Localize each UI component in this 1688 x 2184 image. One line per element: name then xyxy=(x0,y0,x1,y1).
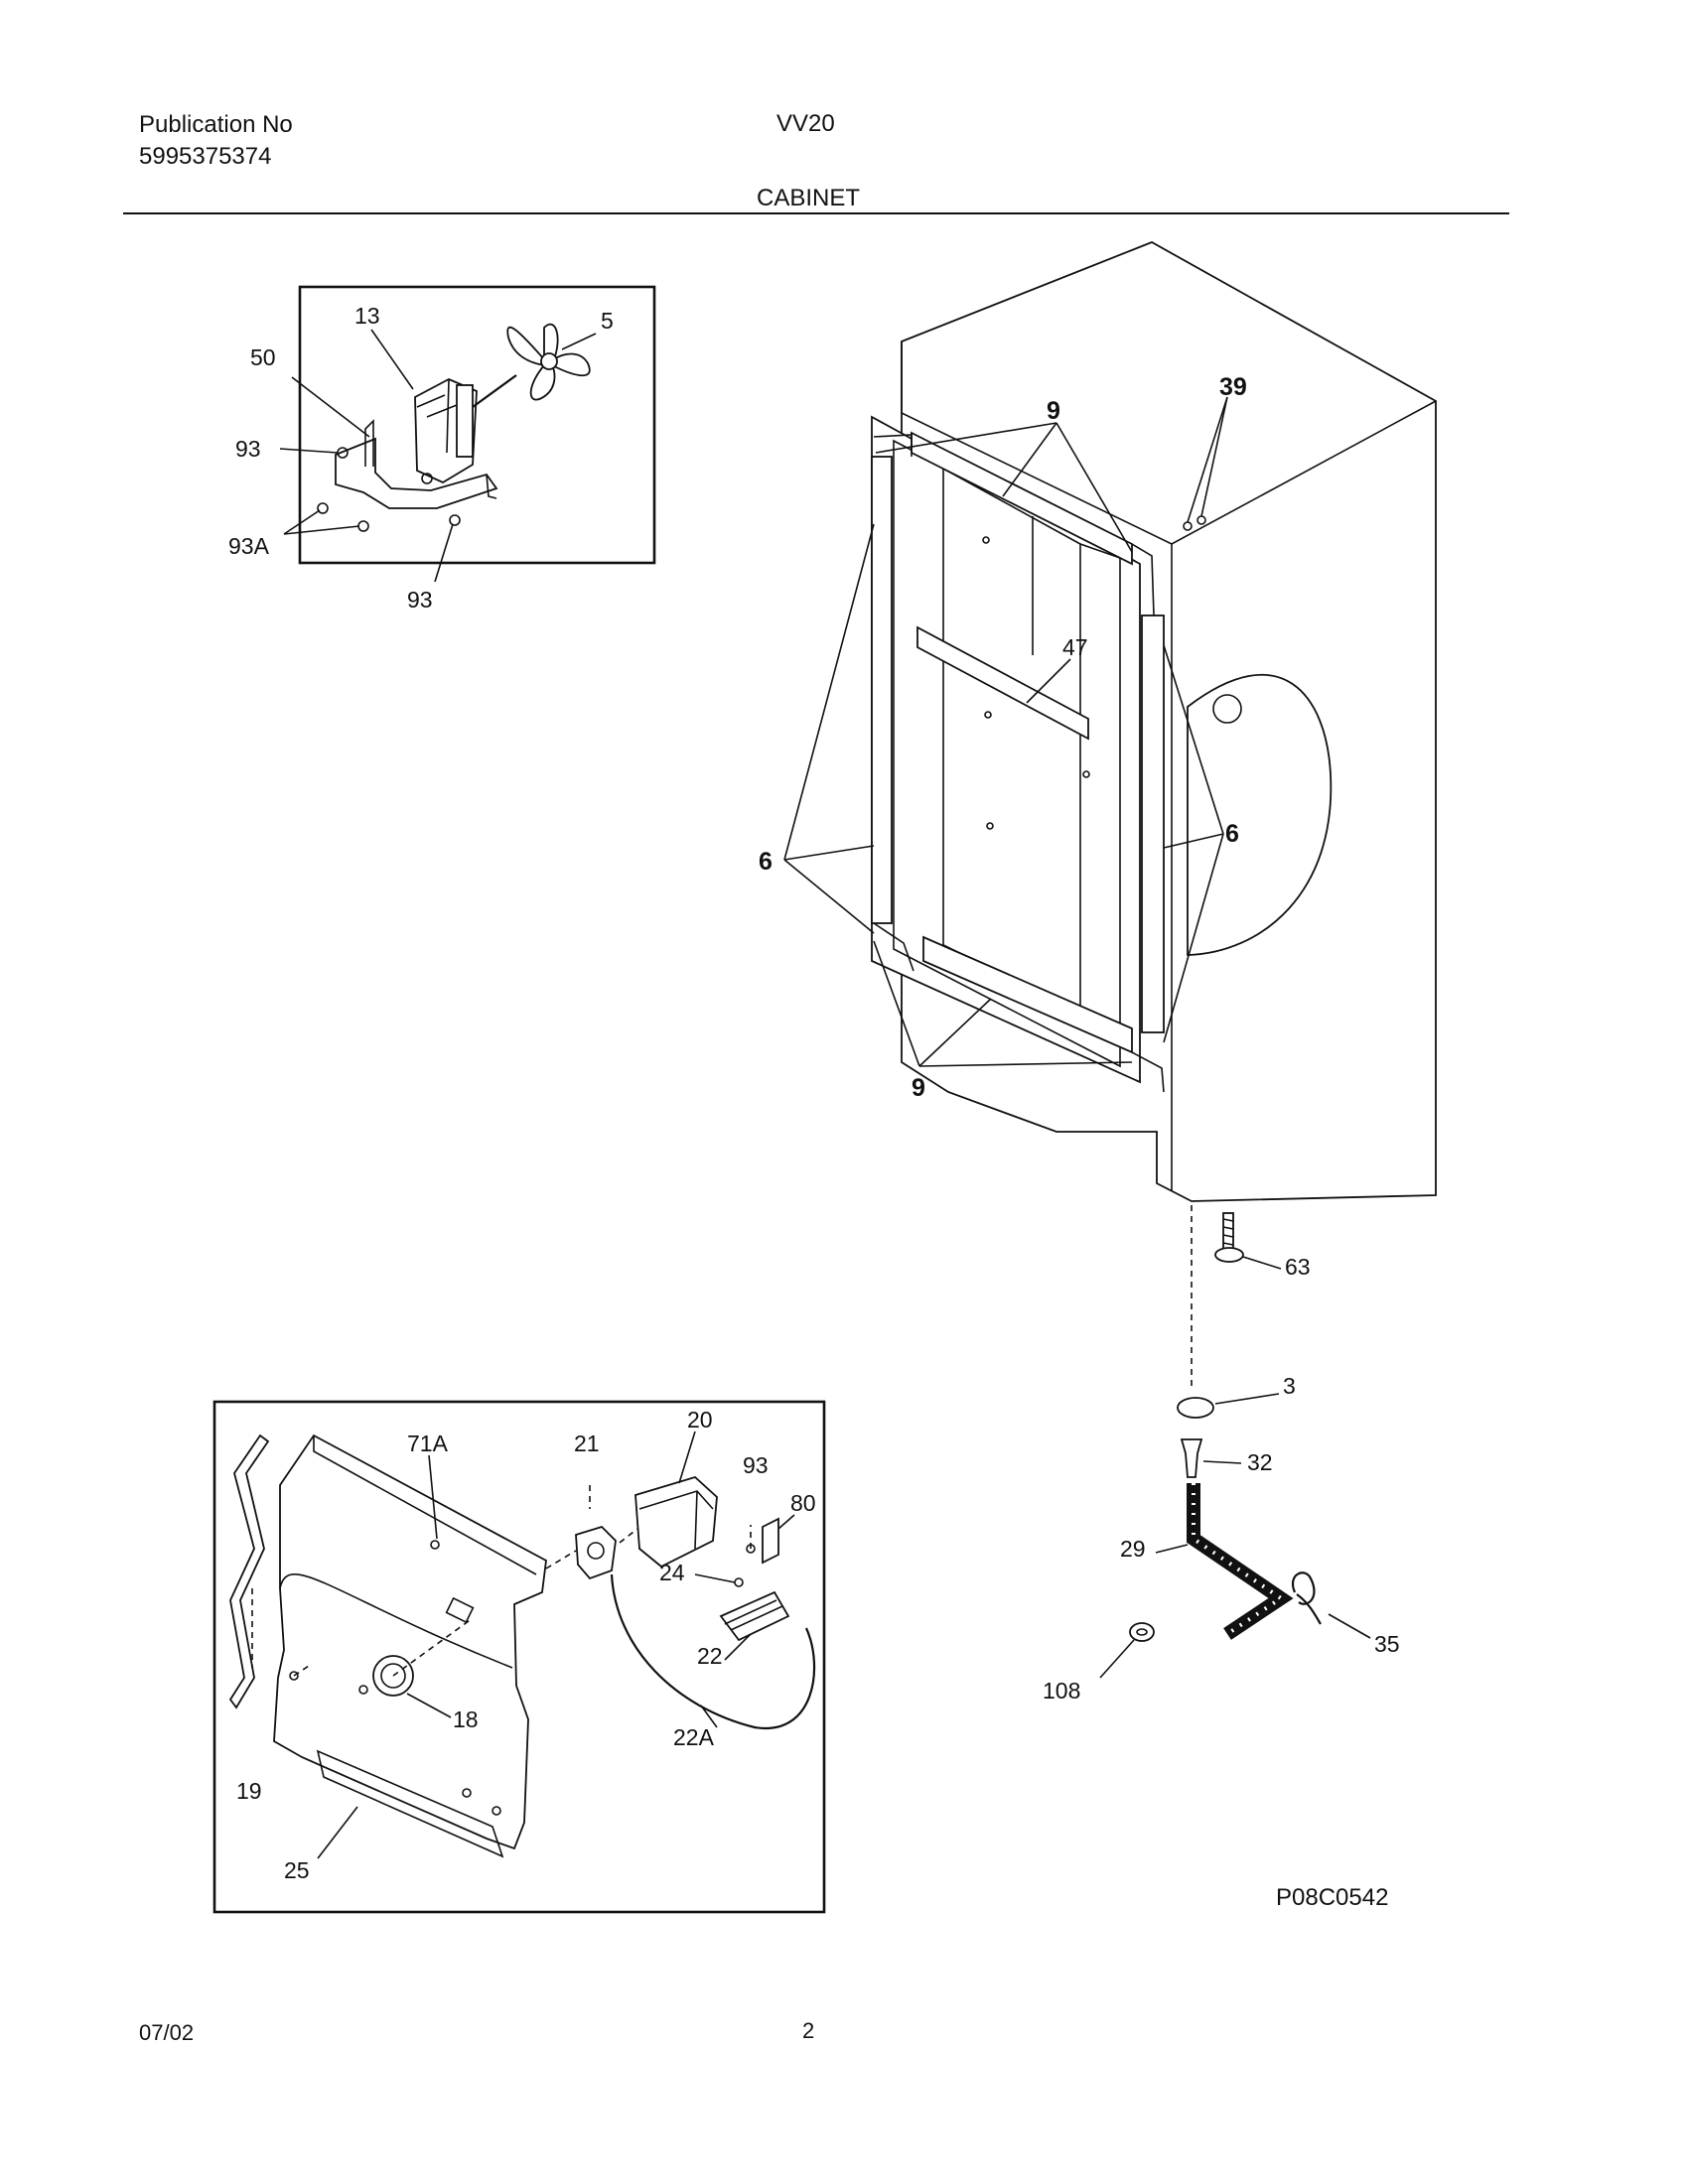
callout-24: 24 xyxy=(659,1560,685,1585)
callout-29: 29 xyxy=(1120,1536,1146,1562)
side-plate-drawing xyxy=(1187,673,1333,956)
drawing-code: P08C0542 xyxy=(1276,1884,1389,1911)
publication-label: Publication No xyxy=(139,111,293,138)
callout-93A: 93A xyxy=(228,533,270,559)
callout-3: 3 xyxy=(1283,1373,1296,1399)
cabinet-assembly: 9 39 47 6 6 9 xyxy=(759,241,1437,1202)
callout-22A: 22A xyxy=(673,1724,715,1750)
callout-108: 108 xyxy=(1043,1678,1080,1704)
callout-13: 13 xyxy=(354,303,380,329)
drain-heater-drawing xyxy=(719,1590,790,1642)
callout-47: 47 xyxy=(1062,634,1088,660)
publication-number: 5995375374 xyxy=(139,143,272,170)
callout-5: 5 xyxy=(601,308,614,334)
callout-6-left: 6 xyxy=(759,848,773,876)
callout-35: 35 xyxy=(1374,1631,1400,1657)
callout-80: 80 xyxy=(790,1490,816,1516)
machine-compartment-inset: 20 71A 21 93 80 24 22 18 22A 19 25 xyxy=(212,1400,826,1914)
fan-inset-frame xyxy=(298,285,656,565)
header-rule xyxy=(123,212,1509,214)
leveling-parts: 63 3 32 29 35 108 xyxy=(1043,1205,1400,1704)
callout-25: 25 xyxy=(284,1857,310,1883)
fan-bracket-drawing xyxy=(335,437,498,509)
section-title: CABINET xyxy=(757,185,861,211)
wire-harness-drawing xyxy=(1292,1571,1322,1625)
callout-93-top: 93 xyxy=(235,436,261,462)
callout-9-top: 9 xyxy=(1047,397,1060,425)
callout-19: 19 xyxy=(236,1778,262,1804)
callout-71A: 71A xyxy=(407,1431,449,1456)
callout-6-right: 6 xyxy=(1225,820,1239,848)
callout-32: 32 xyxy=(1247,1449,1273,1475)
revision-date: 07/02 xyxy=(139,2020,195,2045)
fan-motor-inset: 13 5 50 93 93A 93 xyxy=(228,285,656,613)
callout-20: 20 xyxy=(687,1407,713,1433)
page-number: 2 xyxy=(802,2018,815,2043)
cap-drawing xyxy=(1177,1397,1214,1419)
callout-9-bottom: 9 xyxy=(912,1074,925,1102)
shelf-rail-drawing xyxy=(916,625,1089,741)
defrost-timer-drawing xyxy=(575,1525,617,1580)
timer-cover-drawing xyxy=(634,1475,718,1569)
callout-93-bottom: 93 xyxy=(407,587,433,613)
callout-63: 63 xyxy=(1285,1254,1311,1280)
drain-hose-drawing xyxy=(1187,1483,1294,1640)
model-number: VV20 xyxy=(776,110,835,137)
callout-39: 39 xyxy=(1219,373,1247,401)
gasket-right-drawing xyxy=(1141,614,1165,1033)
callout-22: 22 xyxy=(697,1643,723,1669)
callout-18: 18 xyxy=(453,1706,479,1732)
callout-50: 50 xyxy=(250,344,276,370)
callout-93-machine: 93 xyxy=(743,1452,769,1478)
gasket-left-drawing xyxy=(871,456,893,924)
grommet-drawing xyxy=(1129,1622,1155,1642)
rear-panel-drawing xyxy=(273,1433,547,1850)
machine-inset-frame xyxy=(212,1400,826,1914)
drain-fitting-drawing xyxy=(1180,1438,1203,1478)
callout-21: 21 xyxy=(574,1431,600,1456)
leveling-leg-drawing xyxy=(1214,1247,1244,1263)
